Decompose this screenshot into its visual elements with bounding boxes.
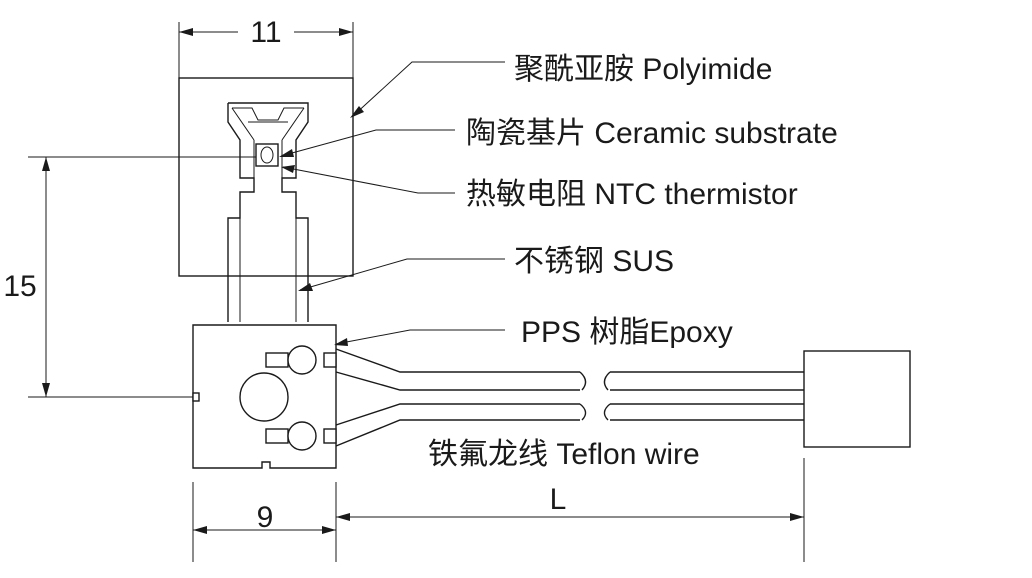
terminal-upper-round xyxy=(287,345,317,375)
leader-ntc xyxy=(281,165,455,194)
terminal-lower-round xyxy=(287,421,317,451)
label-teflon: 铁氟龙线 Teflon wire xyxy=(428,438,700,471)
terminal-upper xyxy=(265,352,289,368)
dimension-height-label: 15 xyxy=(3,270,36,303)
label-ceramic: 陶瓷基片 Ceramic substrate xyxy=(466,117,838,150)
teflon-wires xyxy=(335,348,804,447)
label-polyimide: 聚酰亚胺 Polyimide xyxy=(514,53,772,86)
ntc-thermistor xyxy=(260,146,274,164)
dimension-bottom-width-label: 9 xyxy=(257,501,274,534)
polyimide-sheet xyxy=(178,77,354,277)
mounting-hole xyxy=(239,372,289,422)
connector xyxy=(803,350,911,448)
label-sus: 不锈钢 SUS xyxy=(514,245,674,278)
right-tab-upper xyxy=(323,352,337,368)
dimension-length xyxy=(336,458,805,562)
right-tab-lower xyxy=(323,428,337,444)
leader-pps xyxy=(334,329,505,346)
terminal-lower xyxy=(265,428,289,444)
dimension-top-width xyxy=(178,22,354,78)
dimension-length-label: L xyxy=(550,483,567,516)
label-ntc: 热敏电阻 NTC thermistor xyxy=(466,178,798,211)
label-pps: PPS 树脂Epoxy xyxy=(521,316,733,349)
dimension-height xyxy=(28,156,256,398)
sus-inner-slot xyxy=(232,107,304,322)
leader-polyimide xyxy=(350,61,505,118)
ceramic-substrate xyxy=(255,143,279,167)
pps-notch-left xyxy=(192,392,200,402)
leader-ceramic xyxy=(279,129,455,157)
dimension-bottom-width xyxy=(192,482,337,562)
leader-sus xyxy=(298,258,505,291)
sus-chevron xyxy=(231,107,305,141)
dimension-top-width-label: 11 xyxy=(250,16,281,49)
